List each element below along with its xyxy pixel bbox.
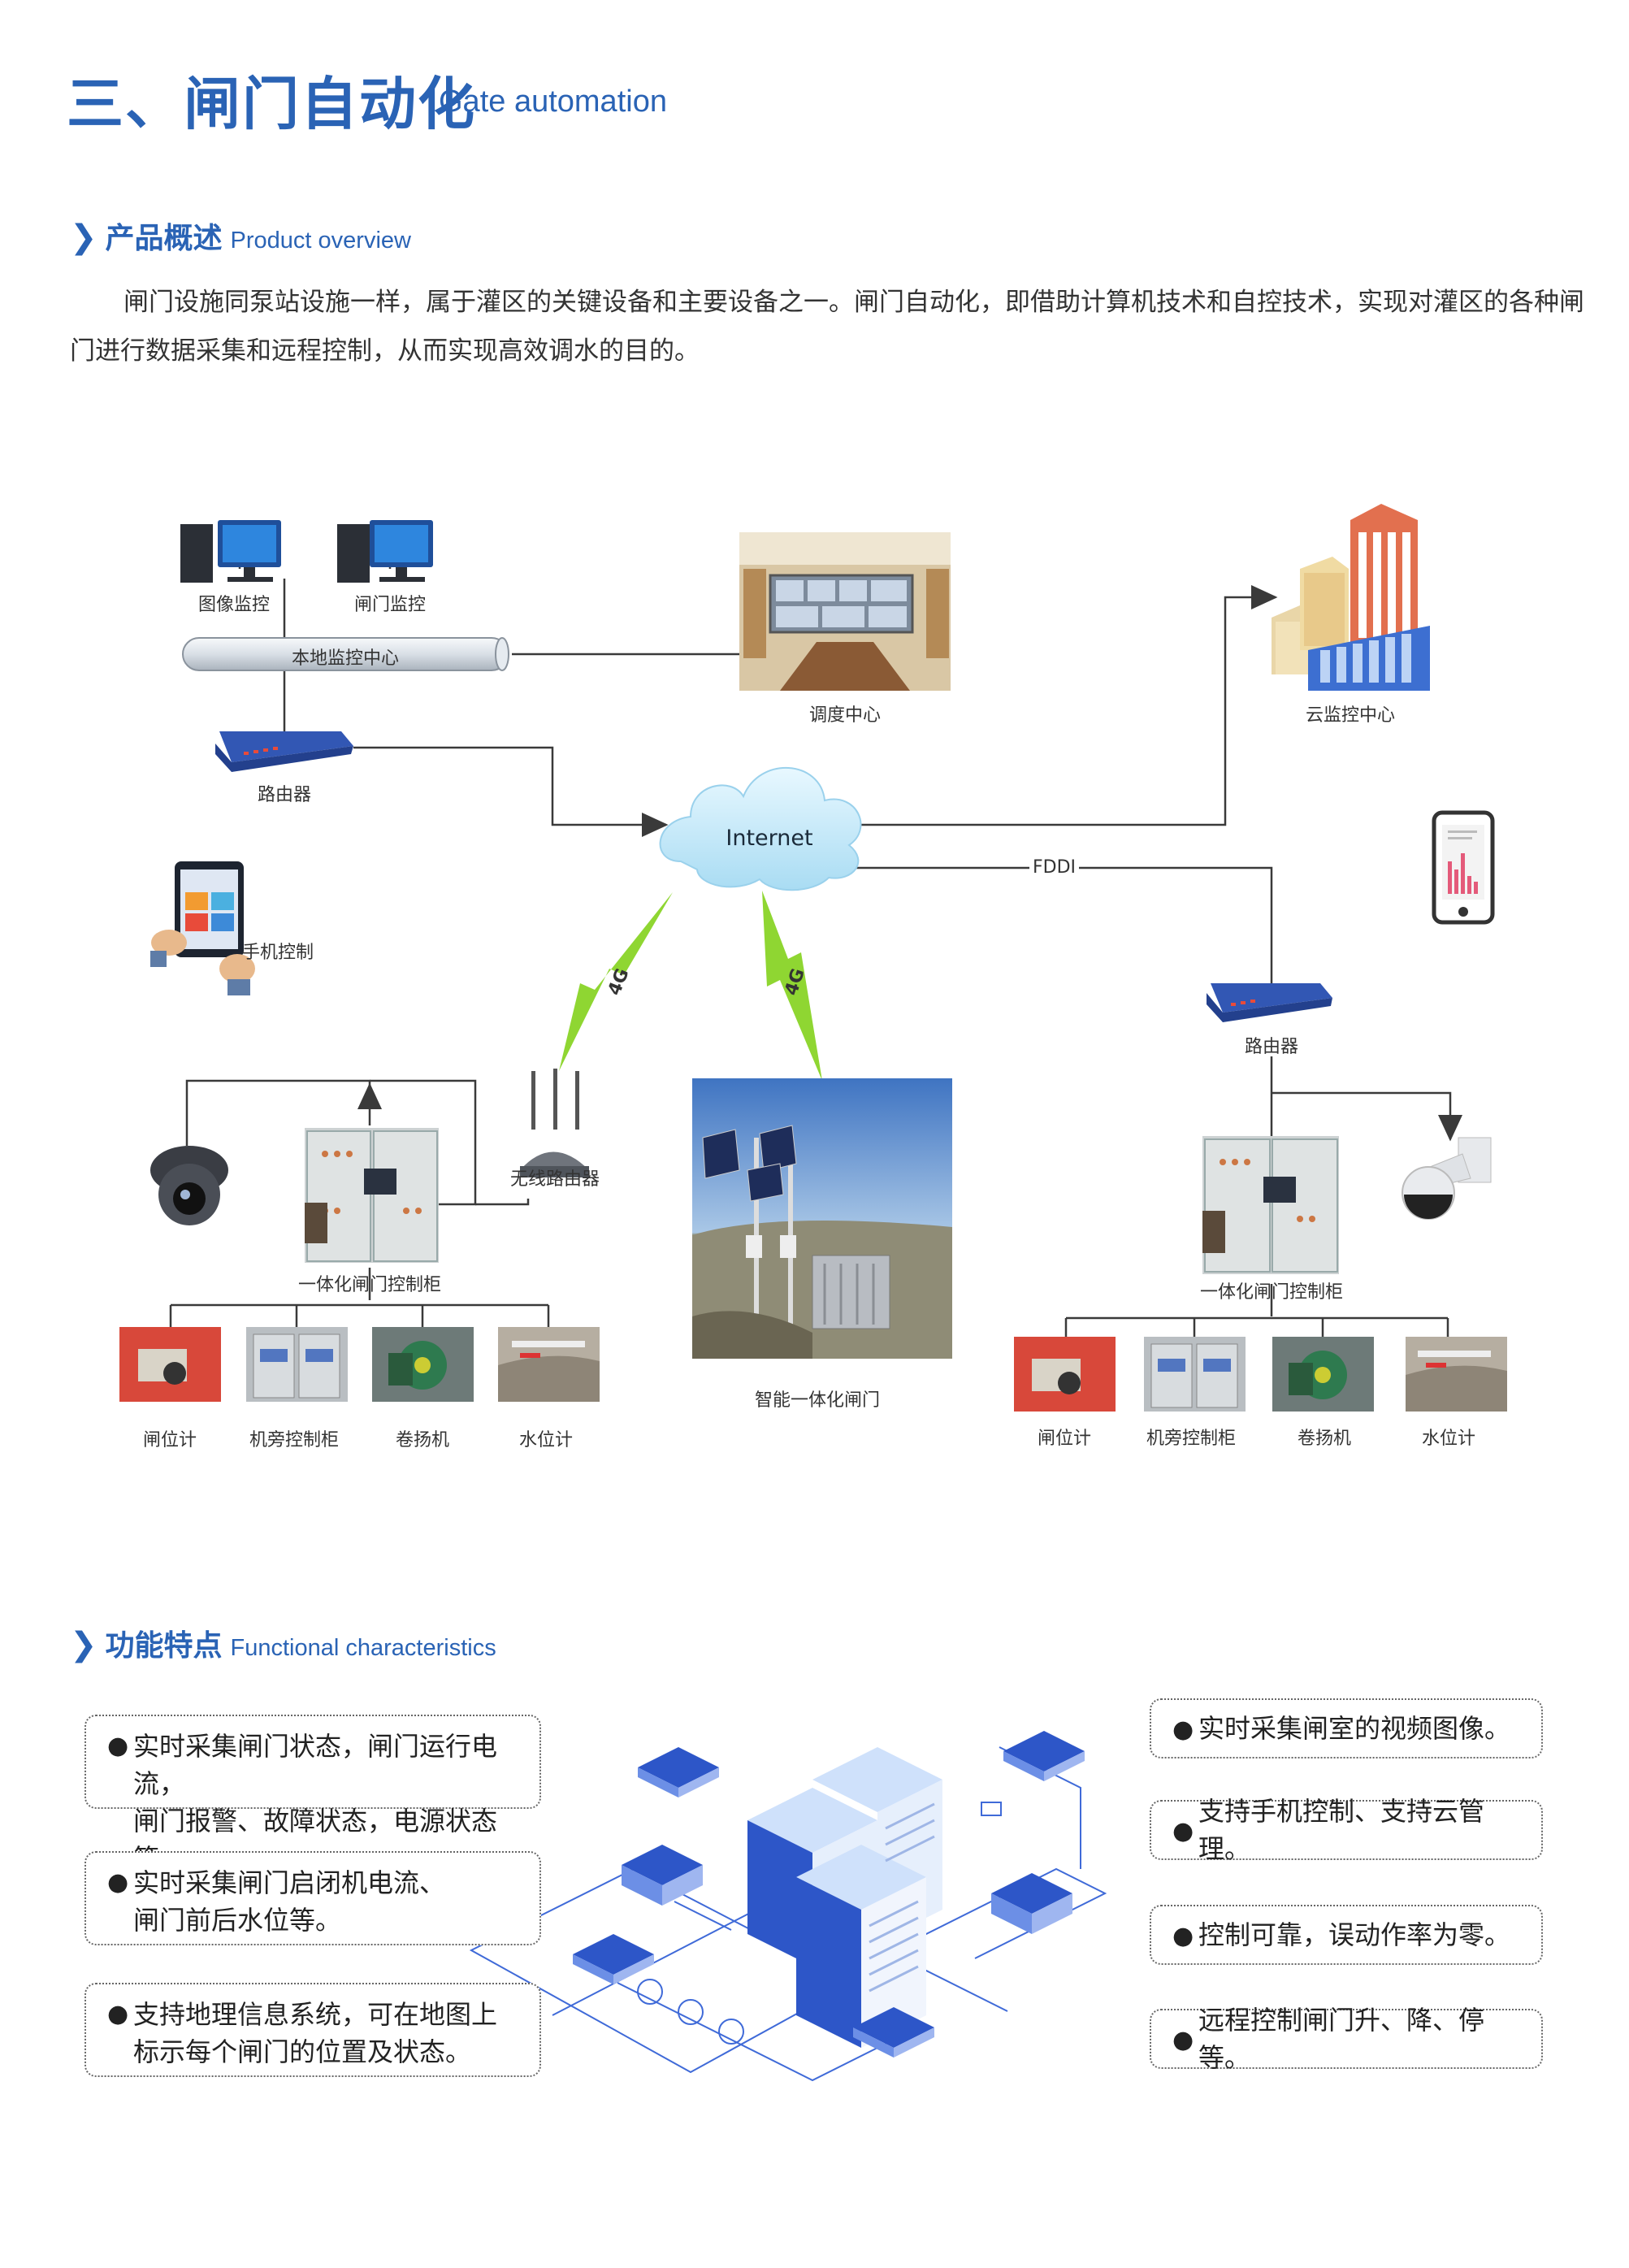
computer-icon [337, 520, 433, 583]
cloud-center-icon [1272, 504, 1430, 691]
bullet-icon: ● [1172, 1715, 1194, 1744]
label-device: 卷扬机 [1297, 1429, 1352, 1449]
link-line [370, 1079, 477, 1206]
gate-meter-image [1014, 1337, 1116, 1412]
control-cabinet-image [305, 1128, 439, 1263]
label-device: 机旁控制柜 [249, 1430, 340, 1451]
page-title-en: Gate automation [439, 85, 667, 119]
smart-gate-image [692, 1078, 952, 1359]
link-line [1272, 1091, 1462, 1142]
hoist-image [372, 1327, 474, 1402]
lightning-4g-icon [559, 892, 673, 1071]
section-title-cn: 产品概述 [105, 222, 223, 255]
computer-icon [180, 520, 281, 583]
router-icon [215, 731, 353, 772]
feature-box: ● 控制可靠，误动作率为零。 [1150, 1905, 1543, 1965]
bullet-icon: ● [107, 1732, 129, 1760]
label-device: 水位计 [1421, 1429, 1476, 1449]
local-cabinet-image [246, 1327, 348, 1402]
feature-text: 实时采集闸门状态，闸门运行电流， [133, 1731, 498, 1799]
water-level-image [498, 1327, 600, 1402]
feature-text: 实时采集闸门启闭机电流、 [133, 1867, 446, 1898]
ptz-camera-icon [1402, 1137, 1492, 1220]
tablet-hand-icon [150, 861, 255, 995]
phone-chart-icon [1432, 810, 1495, 925]
link-line [475, 1199, 530, 1206]
label-device: 水位计 [518, 1430, 574, 1451]
bullet-icon: ● [1172, 2026, 1194, 2054]
label-wireless-router: 无线路由器 [509, 1169, 600, 1190]
label-local-center: 本地监控中心 [291, 648, 400, 669]
label-fddi: FDDI [1029, 857, 1080, 878]
chip-icon [622, 1845, 703, 1906]
chip-icon [573, 1934, 654, 1984]
water-level-image [1406, 1337, 1507, 1412]
control-cabinet-image [1202, 1136, 1339, 1274]
chevron-right-icon: ❯ [70, 1626, 97, 1663]
label-cabinet-right: 一体化闸门控制柜 [1199, 1282, 1344, 1303]
wireless-router-icon [520, 1069, 589, 1177]
label-smart-gate: 智能一体化闸门 [754, 1390, 881, 1411]
feature-box: ● 支持地理信息系统，可在地图上 标示每个闸门的位置及状态。 [84, 1983, 541, 2077]
feature-text: 支持手机控制、支持云管理。 [1198, 1796, 1485, 1864]
label-device: 机旁控制柜 [1146, 1429, 1237, 1449]
feature-text: 远程控制闸门升、降、停等。 [1198, 2005, 1485, 2073]
label-device: 闸位计 [142, 1430, 197, 1451]
chevron-right-icon: ❯ [70, 219, 97, 256]
label-router-right: 路由器 [1244, 1037, 1299, 1057]
link-line [353, 746, 669, 837]
feature-text: 控制可靠，误动作率为零。 [1198, 1919, 1511, 1950]
chip-icon [991, 1873, 1072, 1934]
label-device: 闸位计 [1037, 1429, 1092, 1449]
feature-box: ● 实时采集闸门状态，闸门运行电流， 闸门报警、故障状态，电源状态等。 [84, 1715, 541, 1874]
server-rack-icon [747, 1747, 942, 2048]
bullet-icon: ● [107, 1868, 129, 1897]
label-internet: Internet [726, 826, 813, 851]
label-cabinet-left: 一体化闸门控制柜 [297, 1275, 442, 1295]
feature-text: 闸门前后水位等。 [133, 1905, 342, 1936]
section-title-en: Functional characteristics [230, 1635, 496, 1661]
feature-text: 支持地理信息系统，可在地图上 [133, 1999, 498, 2030]
section-heading-overview: ❯ 产品概述 Product overview [70, 215, 411, 257]
chip-icon [1003, 1731, 1085, 1781]
chip-icon [853, 2007, 934, 2058]
local-center-bus [182, 637, 509, 671]
internet-cloud-icon [659, 767, 862, 891]
hoist-image [1272, 1337, 1374, 1412]
gate-meter-image [119, 1327, 221, 1402]
dispatch-center-image [739, 532, 951, 691]
bullet-icon: ● [1172, 1817, 1194, 1845]
local-cabinet-image [1144, 1337, 1246, 1412]
section-title-en: Product overview [230, 228, 411, 254]
lightning-4g-icon [762, 891, 822, 1081]
bullet-icon: ● [1172, 1922, 1194, 1950]
router-icon [1207, 983, 1332, 1022]
feature-box: ● 远程控制闸门升、降、停等。 [1150, 2005, 1543, 2073]
bullet-icon: ● [107, 2000, 129, 2028]
section-title-cn: 功能特点 [105, 1629, 223, 1663]
section-heading-features: ❯ 功能特点 Functional characteristics [70, 1622, 496, 1664]
page-title: 三、闸门自动化 [67, 71, 476, 137]
label-device: 卷扬机 [395, 1430, 450, 1451]
label-router-left: 路由器 [257, 785, 312, 805]
label-mobile-control: 手机控制 [242, 943, 314, 963]
dome-camera-icon [150, 1146, 228, 1225]
feature-box: ● 支持手机控制、支持云管理。 [1150, 1796, 1543, 1864]
link-line [861, 585, 1278, 826]
feature-text: 闸门报警、故障状态，电源状态等。 [133, 1806, 498, 1874]
label-cloud-center: 云监控中心 [1305, 705, 1396, 726]
feature-text: 实时采集闸室的视频图像。 [1198, 1713, 1511, 1744]
feature-box: ● 实时采集闸门启闭机电流、 闸门前后水位等。 [84, 1851, 541, 1945]
feature-box: ● 实时采集闸室的视频图像。 [1150, 1698, 1543, 1758]
feature-text: 标示每个闸门的位置及状态。 [133, 2036, 472, 2067]
chip-icon [638, 1747, 719, 1797]
label-dispatch-center: 调度中心 [808, 705, 882, 726]
label-gate-monitor: 闸门监控 [353, 595, 427, 615]
overview-text: 闸门设施同泵站设施一样，属于灌区的关键设备和主要设备之一。闸门自动化，即借助计算… [70, 288, 1584, 366]
link-line [845, 866, 1273, 983]
label-image-monitor: 图像监控 [197, 595, 271, 615]
